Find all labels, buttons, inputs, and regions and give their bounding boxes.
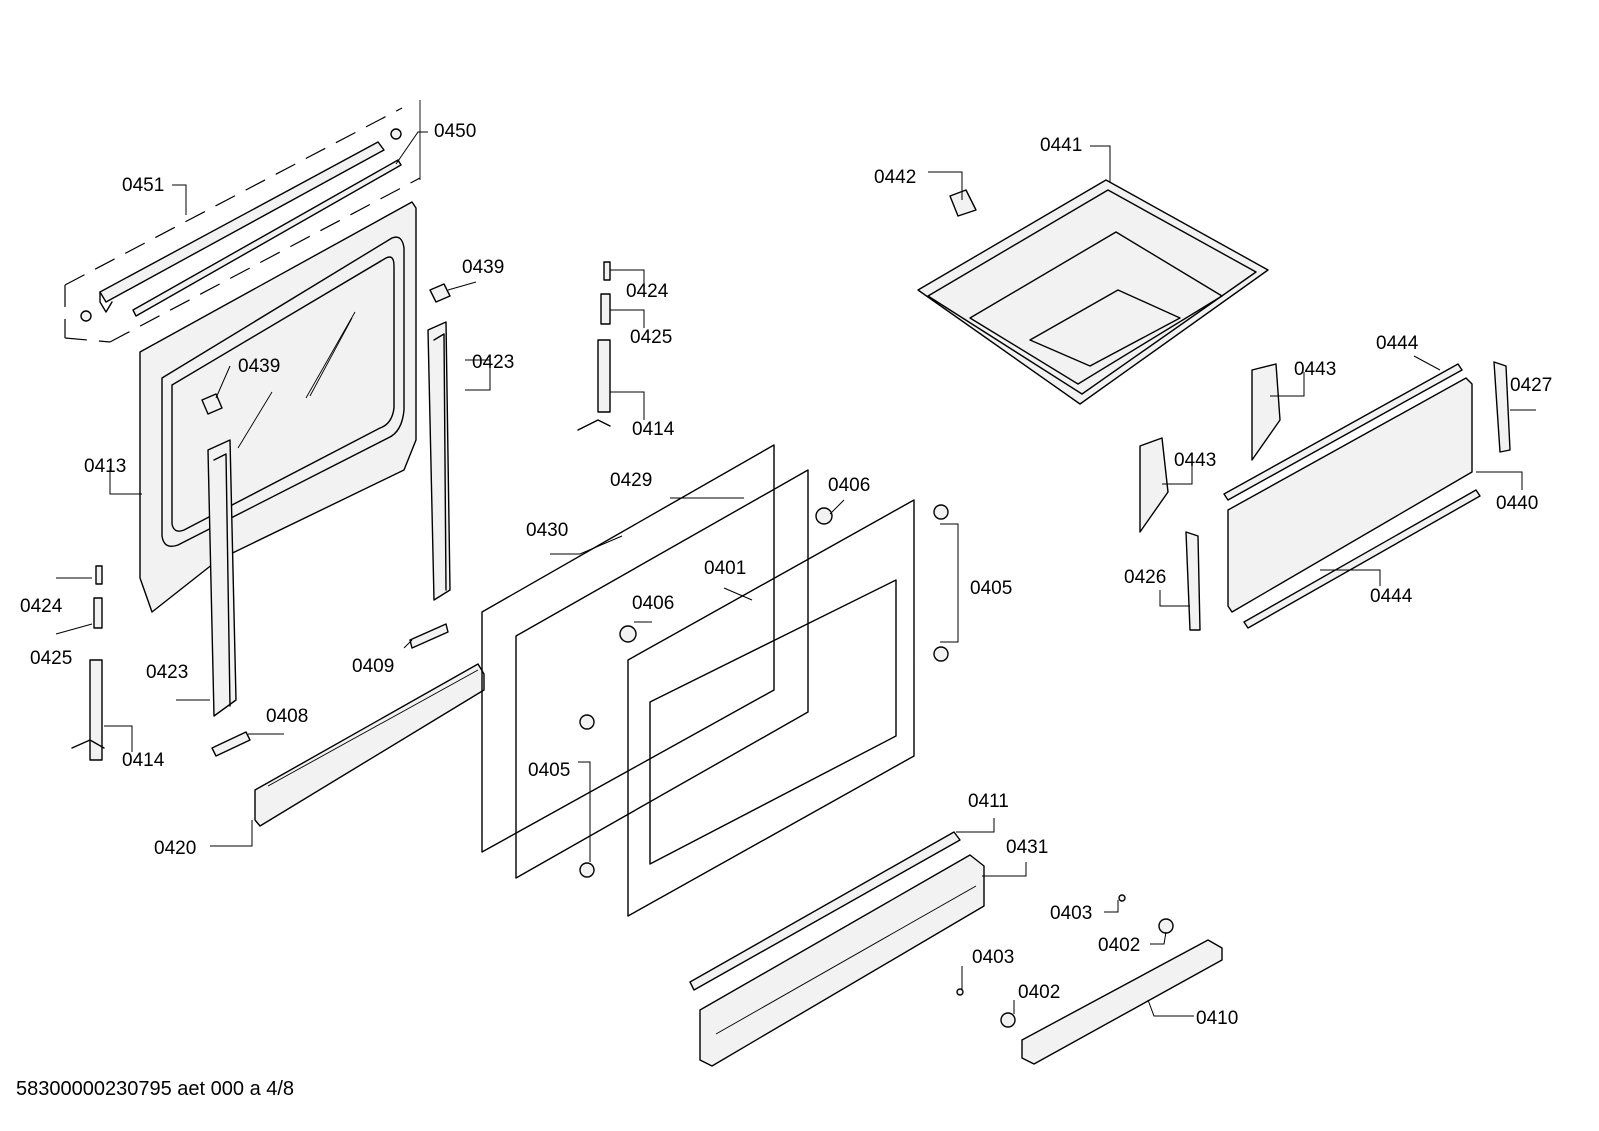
callout-0410: 0410 — [1196, 1008, 1238, 1029]
callout-0440: 0440 — [1496, 493, 1538, 514]
callout-0444-lower: 0444 — [1370, 586, 1413, 607]
callout-labels: 0450 0451 0439 0439 0423 0413 0424 0425 … — [20, 121, 1552, 1029]
callout-0439-lower: 0439 — [238, 356, 280, 377]
callout-0411: 0411 — [968, 791, 1009, 812]
buffers — [579, 504, 949, 878]
callout-0405-left: 0405 — [528, 760, 570, 781]
part-0431-profile — [689, 831, 985, 1067]
part-0409-clip — [409, 623, 449, 649]
part-0441-tray — [917, 179, 1269, 405]
callout-0442: 0442 — [874, 167, 916, 188]
part-0423-rails — [207, 321, 451, 717]
callout-0414-left: 0414 — [122, 750, 165, 771]
part-0414-bottom-left — [71, 565, 105, 761]
part-0420-bar — [254, 663, 485, 827]
part-0413-frame — [139, 201, 417, 613]
callout-0426: 0426 — [1124, 567, 1166, 588]
callout-0402-left: 0402 — [1018, 982, 1060, 1003]
callout-0425-center: 0425 — [630, 327, 672, 348]
callout-0424-left: 0424 — [20, 596, 63, 617]
callout-0431: 0431 — [1006, 837, 1048, 858]
callout-0423-left: 0423 — [146, 662, 188, 683]
callout-0414-center: 0414 — [632, 419, 675, 440]
part-0440-drawer-front — [1139, 361, 1511, 631]
door-glasses — [481, 444, 915, 917]
callout-0424-center: 0424 — [626, 281, 669, 302]
callout-0423-right: 0423 — [472, 352, 514, 373]
document-id-footer: 58300000230795 aet 000 a 4/8 — [16, 1078, 295, 1100]
callout-0439-upper: 0439 — [462, 257, 504, 278]
callout-0429: 0429 — [610, 470, 652, 491]
part-0408-clip — [211, 731, 251, 757]
top-strip-group — [64, 100, 421, 343]
callout-0405-right: 0405 — [970, 578, 1012, 599]
callout-0444-upper: 0444 — [1376, 333, 1419, 354]
part-0439-hinges — [201, 283, 451, 415]
callout-0425-left: 0425 — [30, 648, 72, 669]
callout-0443-upper: 0443 — [1294, 359, 1336, 380]
callout-0401: 0401 — [704, 558, 746, 579]
callout-0403-left: 0403 — [972, 947, 1014, 968]
callout-0403-right: 0403 — [1050, 903, 1092, 924]
callout-0430: 0430 — [526, 520, 568, 541]
callout-0450: 0450 — [434, 121, 476, 142]
callout-0413: 0413 — [84, 456, 126, 477]
callout-0406-lower: 0406 — [632, 593, 674, 614]
callout-0409: 0409 — [352, 656, 394, 677]
callout-0406-upper: 0406 — [828, 475, 870, 496]
part-0414-top-center — [577, 261, 611, 431]
part-0402-0403 — [956, 894, 1174, 1028]
callout-0441: 0441 — [1040, 135, 1082, 156]
leader-lines — [55, 131, 1536, 1017]
callout-0408: 0408 — [266, 706, 308, 727]
callout-0402-right: 0402 — [1098, 935, 1140, 956]
callout-0427: 0427 — [1510, 375, 1552, 396]
callout-0451: 0451 — [122, 175, 164, 196]
callout-0443-lower: 0443 — [1174, 450, 1216, 471]
callout-0420: 0420 — [154, 838, 196, 859]
part-0410-handle — [1021, 939, 1223, 1065]
